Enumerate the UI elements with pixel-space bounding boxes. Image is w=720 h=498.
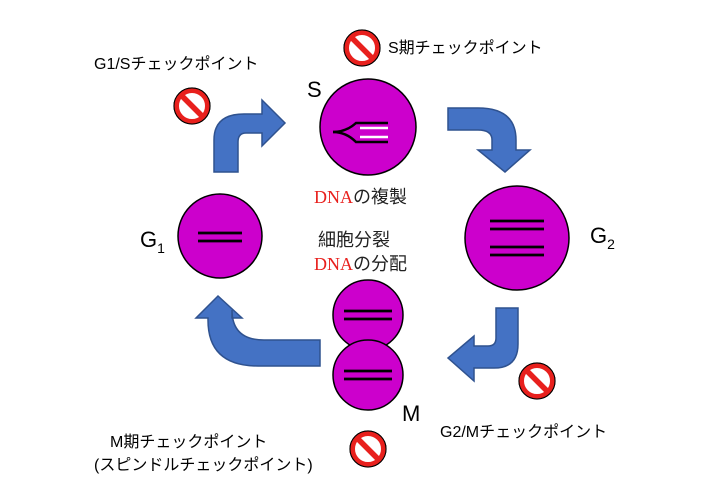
label-dna-segregation: DNAの分配 xyxy=(314,254,407,274)
arrow-g1-to-s xyxy=(213,98,287,173)
arrow-m-to-g1 xyxy=(194,294,321,367)
stop-sign-icon xyxy=(344,30,380,66)
phase-label-m: M xyxy=(402,401,420,426)
checkpoint-label-m: M期チェックポイント xyxy=(110,433,267,451)
arrow-g2-to-m xyxy=(446,307,519,383)
phase-label-g1: G1 xyxy=(140,227,165,256)
checkpoint-label-s: S期チェックポイント xyxy=(388,39,543,57)
stop-sign-icon xyxy=(174,88,210,124)
stop-sign-icon xyxy=(519,363,555,399)
label-dna-replication: DNAの複製 xyxy=(314,187,407,207)
checkpoint-label-spindle: (スピンドルチェックポイント) xyxy=(94,456,313,474)
arrow-s-to-g2 xyxy=(447,107,532,173)
phase-label-g2: G2 xyxy=(590,223,615,252)
stop-sign-icon xyxy=(350,431,386,467)
cell-m-bottom xyxy=(332,339,404,411)
cell-g2 xyxy=(464,185,570,291)
checkpoint-label-g1s: G1/Sチェックポイント xyxy=(94,55,258,73)
phase-label-s: S xyxy=(307,77,322,102)
cell-g1 xyxy=(177,193,263,279)
label-cell-division: 細胞分裂 xyxy=(318,230,390,250)
checkpoint-label-g2m: G2/Mチェックポイント xyxy=(440,423,607,441)
cell-s xyxy=(319,78,417,176)
